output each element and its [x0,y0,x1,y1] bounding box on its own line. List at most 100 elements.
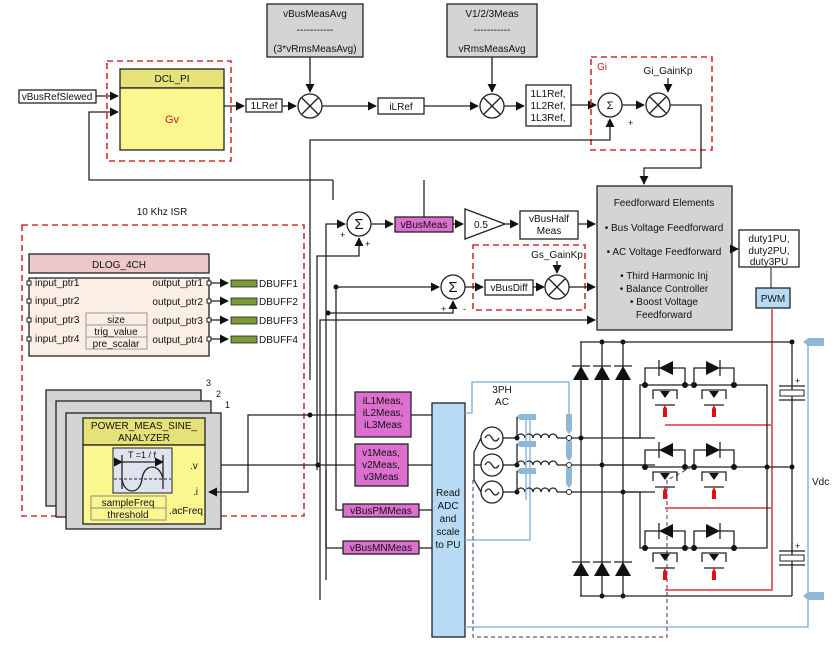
svg-text:Gv: Gv [165,114,180,126]
svg-text:V1/2/3Meas: V1/2/3Meas [465,9,518,20]
svg-text:Feedforward: Feedforward [636,310,692,321]
sense-line [465,415,531,541]
il-meas-signal: iL1Meas, iL2Meas, iL3Meas [354,391,412,438]
svg-text:iL2Meas,: iL2Meas, [363,408,404,419]
wire [328,300,458,314]
isolation-boundary [472,467,691,638]
v-ratio-block: V1/2/3Meas ----------- vRmsMeasAvg [446,3,538,58]
diode-icon [593,365,611,380]
switch-cell [642,523,688,580]
svg-text:ANALYZER: ANALYZER [118,433,170,444]
sense-tap-icon [803,592,824,600]
svg-text:pre_scalar: pre_scalar [93,339,140,350]
switch-cell [691,442,737,499]
buffer-icon [230,335,258,344]
svg-text:-----------: ----------- [297,25,334,36]
svg-text:iL1Meas,: iL1Meas, [363,396,404,407]
svg-text:v1Meas,: v1Meas, [362,448,400,459]
svg-text:iL3Meas: iL3Meas [364,420,402,431]
svg-text:+: + [795,376,800,386]
dcl-pi-block[interactable]: DCL_PI Gv [119,68,225,151]
buffer-icon [230,316,258,325]
svg-text:• AC Voltage Feedforward: • AC Voltage Feedforward [607,247,722,258]
svg-text:2: 2 [216,389,221,399]
switch-cell [642,360,688,417]
svg-text:3: 3 [206,378,211,388]
adc-block[interactable]: Read ADC and scale to PU [431,402,466,638]
dlog-block[interactable]: DLOG_4CH input_ptr1 input_ptr2 input_ptr… [28,253,210,357]
svg-text:(3*vRmsMeasAvg): (3*vRmsMeasAvg) [273,44,356,55]
svg-text:T =1 / f: T =1 / f [128,450,157,460]
gi-label: Gi [597,62,607,73]
svg-text:duty3PU: duty3PU [750,257,788,268]
capacitor-top: + [779,376,805,401]
svg-text:1L2Ref,: 1L2Ref, [530,101,565,112]
svg-text:DBUFF3: DBUFF3 [259,316,298,327]
svg-text:sampleFreq: sampleFreq [102,498,155,509]
svg-text:vRmsMeasAvg: vRmsMeasAvg [458,44,525,55]
duty-signal: duty1PU, duty2PU, duty3PU [738,229,800,268]
sense-tap-icon [803,338,824,346]
svg-text:-----------: ----------- [474,25,511,36]
diode-icon [658,360,673,376]
pwm-block[interactable]: PWM [755,287,791,309]
svg-text:1: 1 [225,400,230,410]
svg-text:input_ptr4: input_ptr4 [35,334,80,345]
diode-icon [614,365,632,380]
inductor-icon [516,487,558,493]
wire [335,282,440,470]
svg-text:output_ptr1: output_ptr1 [152,278,203,289]
svg-text:scale: scale [436,527,460,538]
svg-text:Σ: Σ [607,100,614,112]
svg-text:.v: .v [190,461,198,472]
gs-region [472,244,586,311]
svg-text:DLOG_4CH: DLOG_4CH [92,260,146,271]
svg-text:Feedforward Elements: Feedforward Elements [614,198,715,209]
svg-text:3PH: 3PH [492,385,511,396]
svg-text:threshold: threshold [107,510,148,521]
svg-text:+: + [628,118,633,128]
gs-gain-label: Gs_GainKp [531,250,583,261]
ac-source-icon [480,426,504,450]
power-meas-sine-analyzer[interactable]: POWER_MEAS_SINE_ ANALYZER T =1 / f .v .i… [82,417,206,525]
vbus-half-signal: vBusHalf Meas [519,210,579,240]
svg-text:DCL_PI: DCL_PI [154,74,189,85]
diode-icon [658,523,673,539]
svg-text:input_ptr3: input_ptr3 [35,315,80,326]
input-port [26,298,32,304]
svg-text:1L1Ref,: 1L1Ref, [530,89,565,100]
sum-icon: Σ [440,274,466,300]
l123-ref-signal: 1L1Ref, 1L2Ref, 1L3Ref, [525,84,572,127]
svg-text:size: size [107,315,125,326]
vbus-pm-meas-signal: vBusPMMeas [342,503,420,518]
wire [319,315,596,600]
svg-text:PWM: PWM [761,294,785,305]
wire [208,414,372,497]
feedforward-block[interactable]: Feedforward Elements • Bus Voltage Feedf… [596,185,733,331]
wire [88,107,333,181]
svg-text:iLRef: iLRef [389,102,413,113]
diode-icon [706,523,721,539]
svg-text:vBusRefSlewed: vBusRefSlewed [22,92,93,103]
dbuff-3: DBUFF3 [206,315,298,327]
wire [309,118,615,380]
svg-text:vBusDiff: vBusDiff [490,283,527,294]
gate-icon [663,568,667,580]
svg-text:0.5: 0.5 [474,220,488,231]
isr-label: 10 Khz ISR [137,207,188,218]
gi-region [590,56,713,151]
svg-text:DBUFF4: DBUFF4 [259,335,298,346]
svg-text:input_ptr1: input_ptr1 [35,278,80,289]
svg-text:input_ptr2: input_ptr2 [35,296,80,307]
vbus-meas-signal: vBusMeas [394,216,454,233]
switch-cell [642,442,688,499]
svg-text:output_ptr4: output_ptr4 [152,335,203,346]
vbus-ref-input[interactable]: vBusRefSlewed [18,89,97,104]
svg-text:output_ptr3: output_ptr3 [152,316,203,327]
svg-text:+: + [441,304,446,314]
vbus-diff-signal: vBusDiff [484,279,534,296]
svg-text:Meas: Meas [537,226,561,237]
svg-text:DBUFF2: DBUFF2 [259,297,298,308]
diode-icon [572,561,590,576]
